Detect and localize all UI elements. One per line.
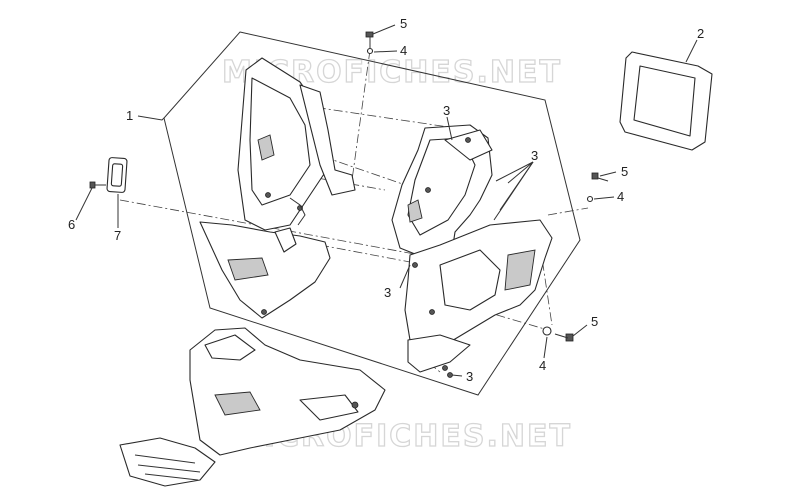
right-lower-frame bbox=[404, 219, 553, 373]
screw-bottom bbox=[447, 372, 453, 378]
plate-part-7 bbox=[106, 157, 128, 193]
screw-top bbox=[365, 31, 374, 55]
screw-right-lower bbox=[542, 326, 574, 342]
left-lower-bracket bbox=[199, 221, 331, 319]
callout-4-right: 4 bbox=[617, 189, 624, 204]
callout-4-bottom: 4 bbox=[539, 358, 546, 373]
screw-right-upper bbox=[586, 172, 609, 203]
central-frame bbox=[391, 124, 493, 259]
callout-5-bottom: 5 bbox=[591, 314, 598, 329]
callout-1: 1 bbox=[126, 108, 133, 123]
callout-7: 7 bbox=[114, 228, 121, 243]
callout-5-right: 5 bbox=[621, 164, 628, 179]
bottom-fairing-panel bbox=[189, 327, 386, 456]
left-duct-bracket bbox=[237, 57, 356, 231]
callout-5-top: 5 bbox=[400, 16, 407, 31]
bottom-grille bbox=[119, 437, 216, 487]
alignment-lines bbox=[119, 49, 589, 373]
callout-6: 6 bbox=[68, 217, 75, 232]
callout-4-top: 4 bbox=[400, 43, 407, 58]
leader-lines bbox=[75, 24, 698, 377]
callout-3-middle: 3 bbox=[384, 285, 391, 300]
callout-2: 2 bbox=[697, 26, 704, 41]
screw-left bbox=[89, 181, 106, 189]
callout-3-upper: 3 bbox=[443, 103, 450, 118]
gasket-part-2 bbox=[619, 51, 713, 151]
callout-3-bottom: 3 bbox=[466, 369, 473, 384]
callout-3-right: 3 bbox=[531, 148, 538, 163]
